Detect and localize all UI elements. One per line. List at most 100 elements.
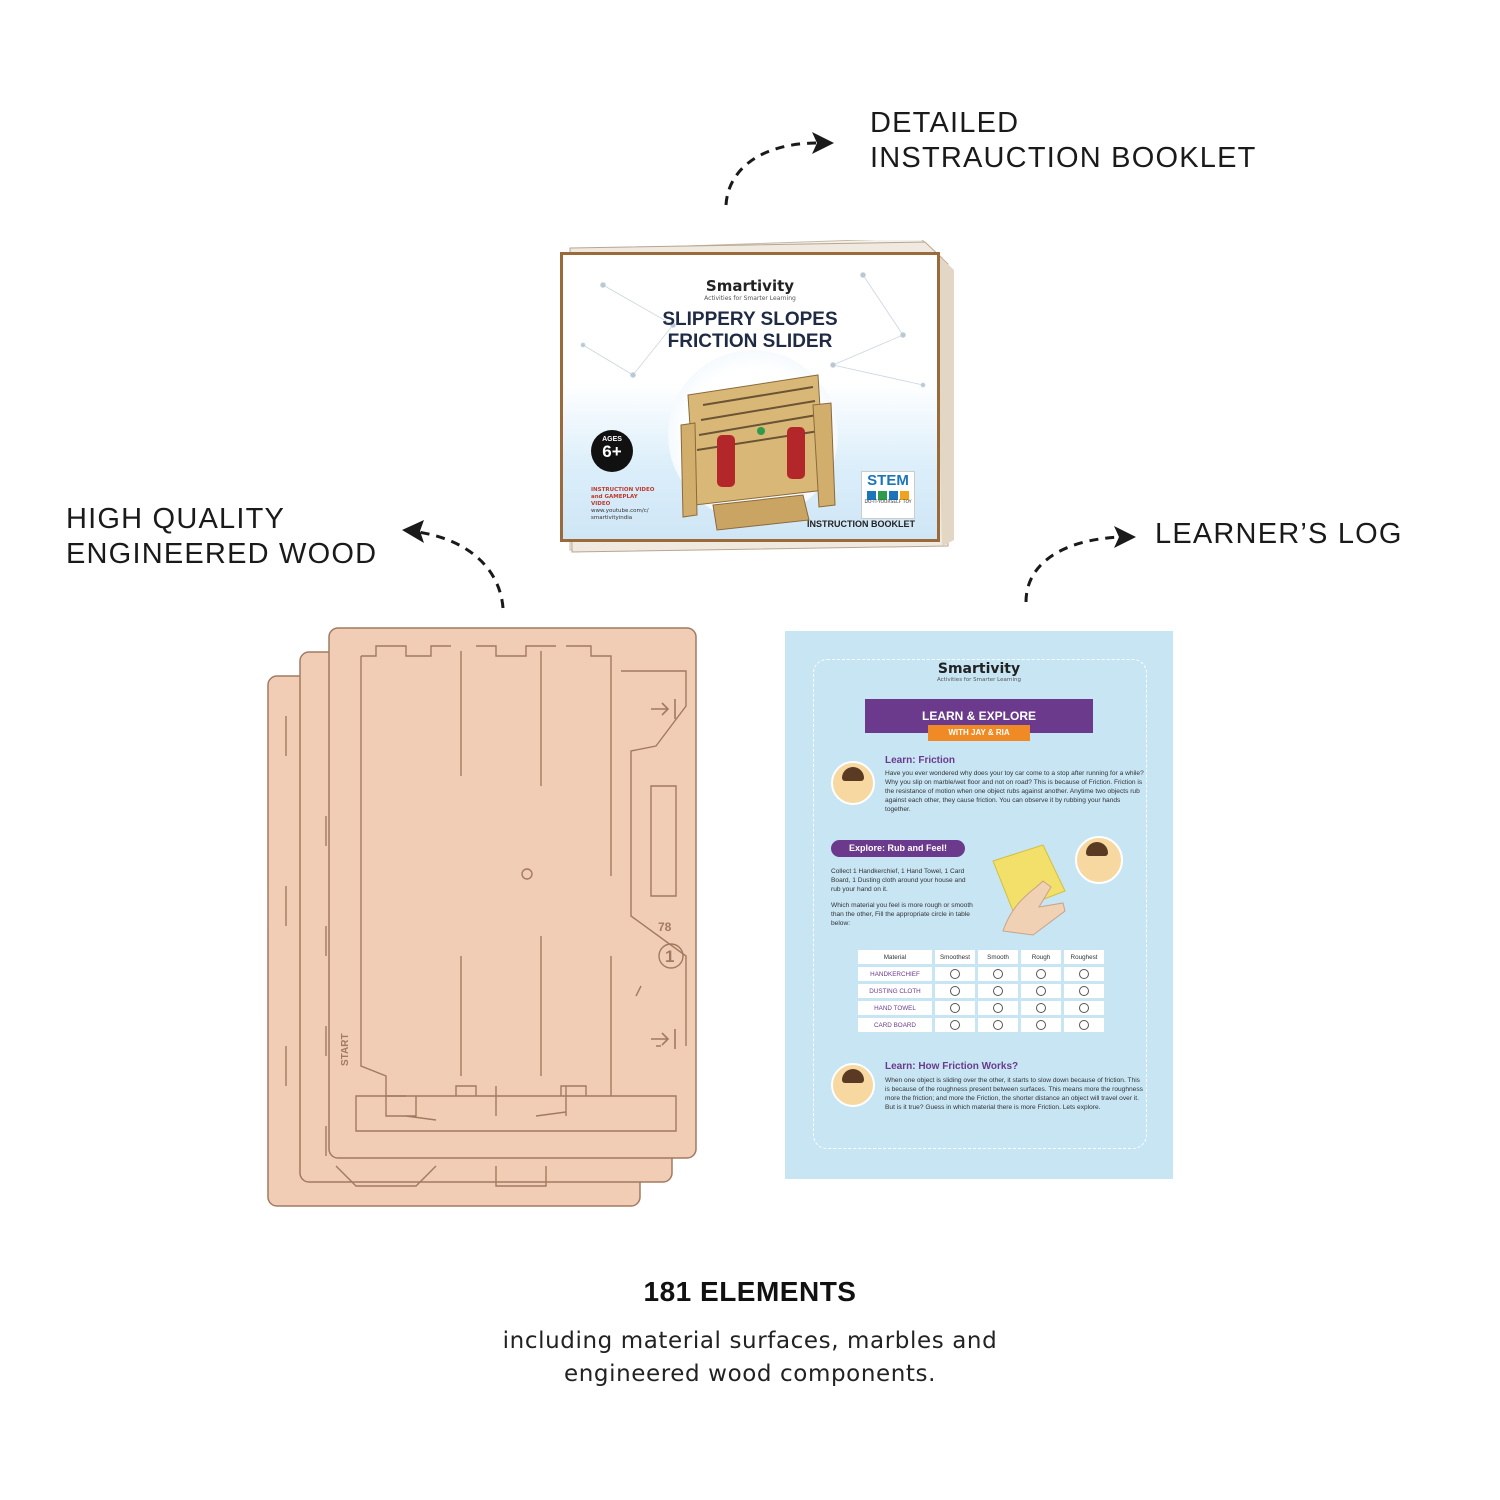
table-header-smooth: Smooth [978,950,1018,964]
roughest-radio[interactable] [1064,984,1104,998]
arrow-to-booklet-label [724,141,819,206]
roughest-radio[interactable] [1064,967,1104,981]
booklet-title: SLIPPERY SLOPES FRICTION SLIDER [563,309,937,353]
learn-friction-heading: Learn: Friction [885,755,956,766]
table-row-material: HANDKERCHIEF [858,967,932,981]
instruction-booklet: Smartivity Activities for Smarter Learni… [550,240,960,560]
log-brand-logo: Smartivity Activities for Smarter Learni… [785,661,1173,683]
explore-text-2: Which material you feel is more rough or… [831,902,973,927]
video-url: www.youtube.com/c/ [591,508,649,514]
booklet-callout-line1: DETAILED [870,107,1020,139]
booklet-brand-name: Smartivity [705,277,795,295]
booklet-network-pattern [580,272,926,388]
girl-avatar-icon [831,761,875,805]
smooth-radio[interactable] [978,967,1018,981]
table-header-smoothest: Smoothest [935,950,975,964]
rough-radio[interactable] [1021,984,1061,998]
learn-friction-text: Have you ever wondered why does your toy… [885,770,1144,813]
wood-number-circle: 1 [665,947,674,966]
arrow-right-icon-top [651,702,670,716]
friction-table-header: Material Smoothest Smooth Rough Roughest [858,950,1104,964]
wood-sheet-front [328,627,697,1159]
table-row-material: HAND TOWEL [858,1001,932,1015]
log-callout-line1: LEARNER’S LOG [1155,518,1403,550]
booklet-cover: Smartivity Activities for Smarter Learni… [560,252,940,542]
ages-value: 6+ [602,442,622,461]
booklet-product-image [680,374,836,531]
rough-radio[interactable] [1021,967,1061,981]
booklet-red-cylinder-right [787,427,805,479]
arrow-right-icon-bottom [651,1032,670,1046]
booklet-callout-line2: INSTRAUCTION BOOKLET [870,142,1257,174]
learn-how-heading: Learn: How Friction Works? [885,1061,1019,1072]
roughest-radio[interactable] [1064,1001,1104,1015]
booklet-footer: INSTRUCTION BOOKLET [807,519,915,529]
table-row: HANDKERCHIEF [858,967,1104,981]
boy-avatar-icon [1075,836,1123,884]
smoothest-radio[interactable] [935,984,975,998]
table-header-rough: Rough [1021,950,1061,964]
wood-callout-line1: HIGH QUALITY [66,503,286,535]
wood-callout: HIGH QUALITY ENGINEERED WOOD [66,502,377,572]
smooth-radio[interactable] [978,1001,1018,1015]
wood-callout-line2: ENGINEERED WOOD [66,538,378,570]
stem-sub: DO-IT-YOURSELF TOY [864,500,912,505]
log-brand-name: Smartivity [937,661,1021,677]
log-brand-tagline: Activities for Smarter Learning [936,677,1022,683]
table-row: DUSTING CLOTH [858,984,1104,998]
elements-description: including material surfaces, marbles and… [0,1325,1500,1391]
rough-radio[interactable] [1021,1001,1061,1015]
friction-table: Material Smoothest Smooth Rough Roughest… [855,947,1107,1035]
girl-avatar-icon-2 [831,1063,875,1107]
smooth-radio[interactable] [978,984,1018,998]
wood-start-label: START [340,1033,351,1066]
log-ribbon-sub: WITH JAY & RIA [928,725,1030,741]
booklet-title-line1: SLIPPERY SLOPES [662,309,838,330]
arrowhead-log [1114,526,1136,548]
ages-label: AGES [602,436,622,443]
smoothest-radio[interactable] [935,1018,975,1032]
engineered-wood-sheets: 78 1 START [267,627,697,1207]
elements-description-line2: engineered wood components. [563,1361,937,1387]
wood-arrow-icons [651,699,676,1049]
log-callout: LEARNER’S LOG [1155,517,1403,552]
booklet-brand-tagline: Activities for Smarter Learning [704,295,796,302]
stem-label: STEM [867,472,909,489]
smooth-radio[interactable] [978,1018,1018,1032]
arrowhead-booklet [812,132,834,154]
arrowhead-wood [402,520,424,543]
booklet-callout: DETAILED INSTRAUCTION BOOKLET [870,106,1257,176]
learners-log-sheet: Smartivity Activities for Smarter Learni… [785,631,1173,1179]
table-header-material: Material [858,950,932,964]
explore-text-1: Collect 1 Handkerchief, 1 Hand Towel, 1 … [831,868,966,893]
explore-heading: Explore: Rub and Feel! [831,840,965,857]
elements-description-line1: including material surfaces, marbles and [502,1328,998,1354]
video-line2: and GAMEPLAY VIDEO [591,494,638,507]
booklet-brand-logo: Smartivity Activities for Smarter Learni… [563,277,937,302]
wood-number-78: 78 [658,920,672,934]
table-row: CARD BOARD [858,1018,1104,1032]
roughest-radio[interactable] [1064,1018,1104,1032]
elements-count-title: 181 ELEMENTS [643,1276,857,1307]
hand-on-cloth-illustration [992,844,1066,936]
stem-badge: STEM DO-IT-YOURSELF TOY [861,471,915,519]
table-row-material: CARD BOARD [858,1018,932,1032]
arrow-to-wood-label [417,530,505,609]
smoothest-radio[interactable] [935,1001,975,1015]
video-channel: smartivityindia [591,515,633,521]
table-row-material: DUSTING CLOTH [858,984,932,998]
video-info: INSTRUCTION VIDEO and GAMEPLAY VIDEO www… [591,487,655,522]
stem-icons [862,491,914,500]
booklet-title-line2: FRICTION SLIDER [667,331,833,352]
log-dashed-frame [813,659,1147,1149]
video-line1: INSTRUCTION VIDEO [591,487,655,493]
booklet-red-cylinder-left [717,435,735,487]
rough-radio[interactable] [1021,1018,1061,1032]
arrow-to-log-label [1024,535,1121,603]
learn-how-text: When one object is sliding over the othe… [885,1077,1143,1111]
ages-badge: AGES 6+ [591,430,633,472]
smoothest-radio[interactable] [935,967,975,981]
table-row: HAND TOWEL [858,1001,1104,1015]
table-header-roughest: Roughest [1064,950,1104,964]
